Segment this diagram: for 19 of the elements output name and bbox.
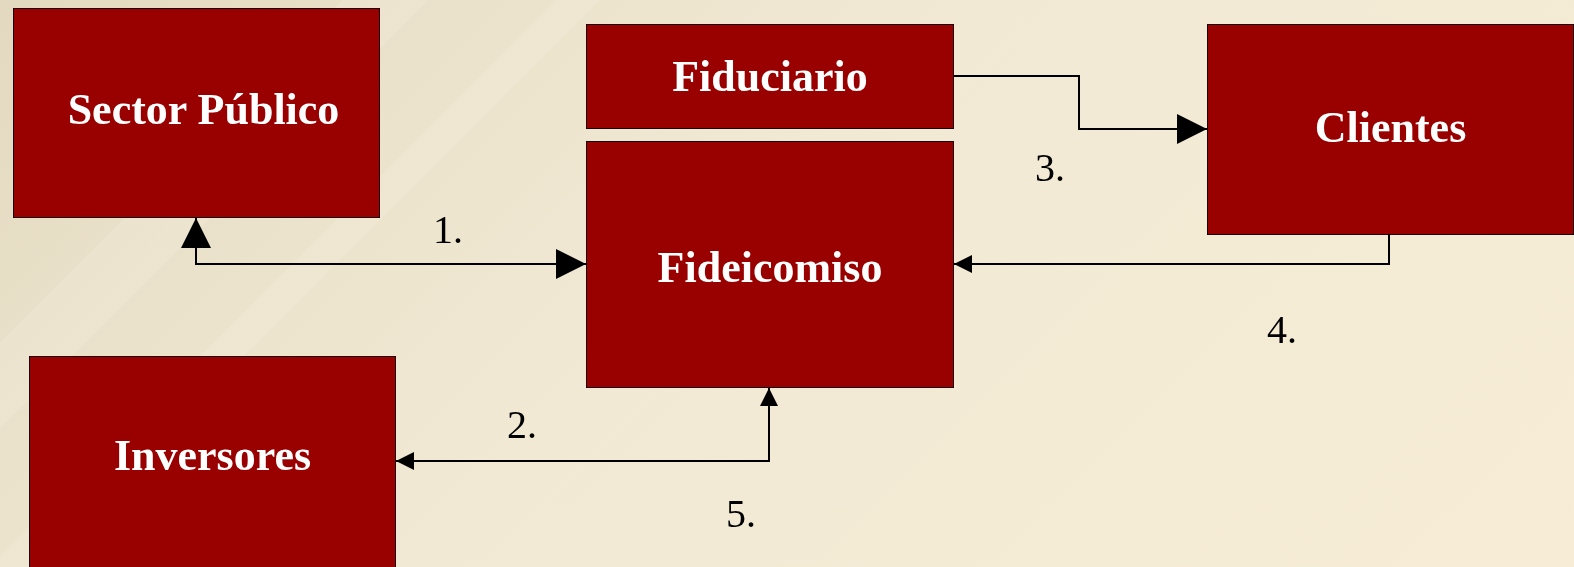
box-label: Sector Público (67, 83, 340, 135)
edge-label: 3. (1035, 148, 1065, 188)
process-box (29, 356, 396, 567)
box-label: Clientes (1314, 102, 1467, 153)
process-box (13, 8, 380, 218)
box-label: Fideicomiso (657, 242, 883, 293)
edge-label: 2. (507, 405, 537, 445)
arrow (181, 217, 587, 279)
process-box (586, 141, 954, 388)
edge-label: 1. (433, 210, 463, 250)
box-label: Inversores (113, 429, 312, 481)
box-label: Fiduciario (672, 51, 868, 102)
arrow (395, 387, 778, 470)
arrow (953, 75, 1208, 144)
arrow (953, 234, 1390, 273)
edge-label: 4. (1267, 310, 1297, 350)
step-number: 5. (726, 494, 756, 534)
process-box (1207, 24, 1574, 235)
process-box (586, 24, 954, 129)
